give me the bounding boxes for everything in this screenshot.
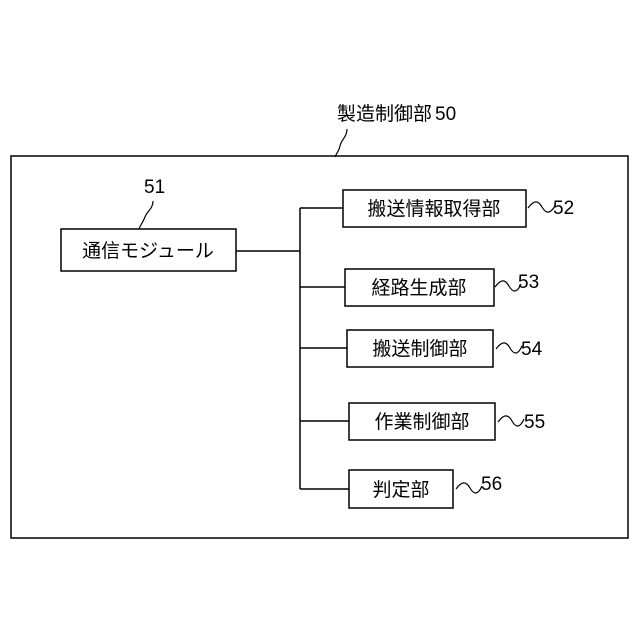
unit-52-tilde [528, 202, 555, 212]
unit-55-ref: 55 [524, 412, 545, 433]
unit-56-ref: 56 [481, 474, 502, 495]
comm-module-ref: 51 [144, 177, 165, 198]
unit-55-label: 作業制御部 [374, 411, 469, 433]
unit-56-label: 判定部 [372, 479, 429, 501]
unit-54-tilde [496, 343, 522, 353]
unit-56-tilde [456, 483, 482, 493]
unit-54-label: 搬送制御部 [372, 338, 467, 360]
controller-leader [335, 129, 347, 157]
unit-53-ref: 53 [518, 272, 539, 293]
controller-title: 製造制御部 [337, 103, 432, 125]
comm-module-leader [139, 201, 153, 229]
controller-ref: 50 [435, 104, 456, 125]
unit-52-ref: 52 [553, 198, 574, 219]
unit-54-ref: 54 [521, 339, 543, 360]
unit-55-tilde [498, 416, 524, 426]
comm-module-label: 通信モジュール [82, 240, 214, 262]
unit-52-label: 搬送情報取得部 [367, 198, 500, 220]
unit-53-label: 経路生成部 [371, 277, 466, 299]
